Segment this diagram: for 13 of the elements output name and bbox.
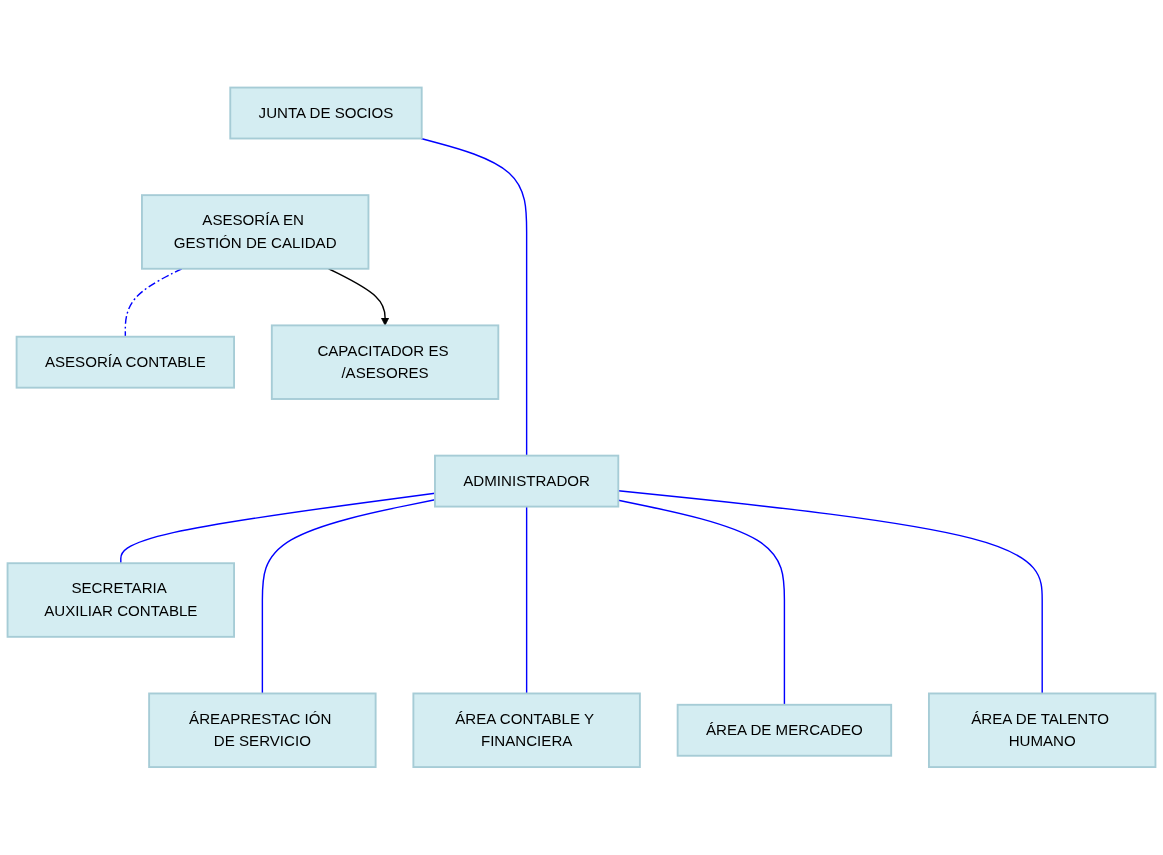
node-box: ASESORÍA CONTABLE: [15, 335, 235, 389]
node-box: CAPACITADOR ES /ASESORES: [270, 324, 500, 401]
connector: [124, 268, 183, 338]
node-box: JUNTA DE SOCIOS: [229, 86, 423, 140]
connector: [525, 506, 528, 695]
node-box: SECRETARIA AUXILIAR CONTABLE: [6, 562, 235, 638]
node-box: ÁREA DE TALENTO HUMANO: [928, 692, 1157, 769]
node-box: ADMINISTRADOR: [434, 454, 620, 508]
node-box: ÁREA DE MERCADEO: [676, 704, 893, 757]
node-box: ÁREA CONTABLE Y FINANCIERA: [412, 692, 641, 769]
node-box: ÁREAPRESTAC IÓN DE SERVICIO: [148, 692, 377, 769]
node-box: ASESORÍA EN GESTIÓN DE CALIDAD: [141, 194, 370, 270]
connector: [420, 138, 528, 457]
